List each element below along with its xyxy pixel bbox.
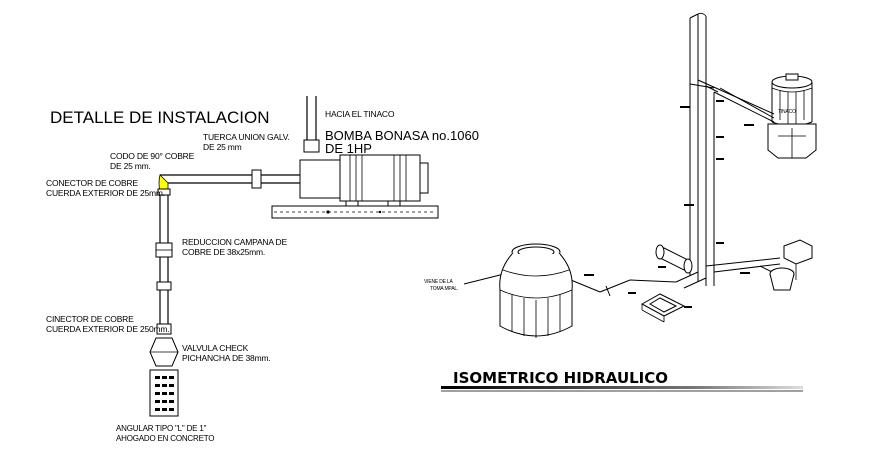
label-hacia-tinaco: HACIA EL TINACO: [325, 109, 395, 119]
label-angular-1: ANGULAR TIPO "L" DE 1": [116, 424, 207, 433]
check-valve: [149, 337, 179, 367]
sink: [640, 293, 686, 323]
label-bomba-1: BOMBA BONASA no.1060: [325, 128, 479, 143]
union-nut: [251, 169, 262, 189]
water-heater: [655, 244, 693, 274]
label-conector2-2: CUERDA EXTERIOR DE 250mm.: [46, 324, 169, 334]
isometric-hydraulic: TINACO: [424, 12, 817, 392]
label-conector2-1: CINECTOR DE COBRE: [46, 314, 134, 324]
tinaco-tank: [767, 73, 817, 159]
elbow-90: [157, 174, 171, 196]
riser-pipe-to-tinaco: [303, 96, 320, 153]
cistern: [499, 243, 573, 338]
detail-title: DETALLE DE INSTALACION: [50, 108, 269, 127]
label-valvula-1: VALVULA CHECK: [182, 343, 249, 353]
suction-horizontal-pipe: [160, 169, 300, 189]
pump: [299, 154, 429, 207]
pipe-to-tinaco: [689, 79, 775, 123]
foot-strainer: [149, 369, 179, 417]
label-reduccion-2: COBRE DE 38x25mm.: [182, 247, 265, 257]
installation-detail: DETALLE DE INSTALACION HACIA EL TINACO T…: [46, 96, 479, 443]
label-angular-2: AHOGADO EN CONCRETO: [116, 434, 214, 443]
label-toma-1: VIENE DE LA: [424, 279, 454, 285]
municipal-line: [463, 273, 677, 297]
label-tuerca-2: DE 25 mm: [203, 142, 242, 152]
concrete-base: [271, 205, 439, 219]
label-reduccion-1: REDUCCION CAMPANA DE: [182, 237, 287, 247]
label-bomba-2: DE 1HP: [325, 141, 372, 156]
label-conector1-1: CONECTOR DE COBRE: [46, 178, 138, 188]
toilet: [769, 239, 813, 291]
label-conector1-2: CUERDA EXTERIOR DE 25mm.: [46, 188, 165, 198]
label-toma-2: TOMA MPAL.: [430, 286, 458, 292]
suction-vertical-pipe: [155, 195, 173, 335]
label-tuerca-1: TUERCA UNION GALV.: [203, 132, 290, 142]
label-valvula-2: PICHANCHA DE 38mm.: [182, 353, 271, 363]
isometric-title: ISOMETRICO HIDRAULICO: [453, 369, 668, 387]
connector-2: [156, 323, 172, 335]
label-codo-1: CODO DE 90° COBRE: [110, 151, 195, 161]
label-tinaco: TINACO: [778, 109, 796, 115]
main-riser: [689, 12, 715, 286]
label-codo-2: DE 25 mm.: [110, 161, 151, 171]
pipe-to-toilet: [675, 257, 781, 289]
title-underline: [441, 386, 803, 389]
dimension-marks: [584, 100, 754, 308]
